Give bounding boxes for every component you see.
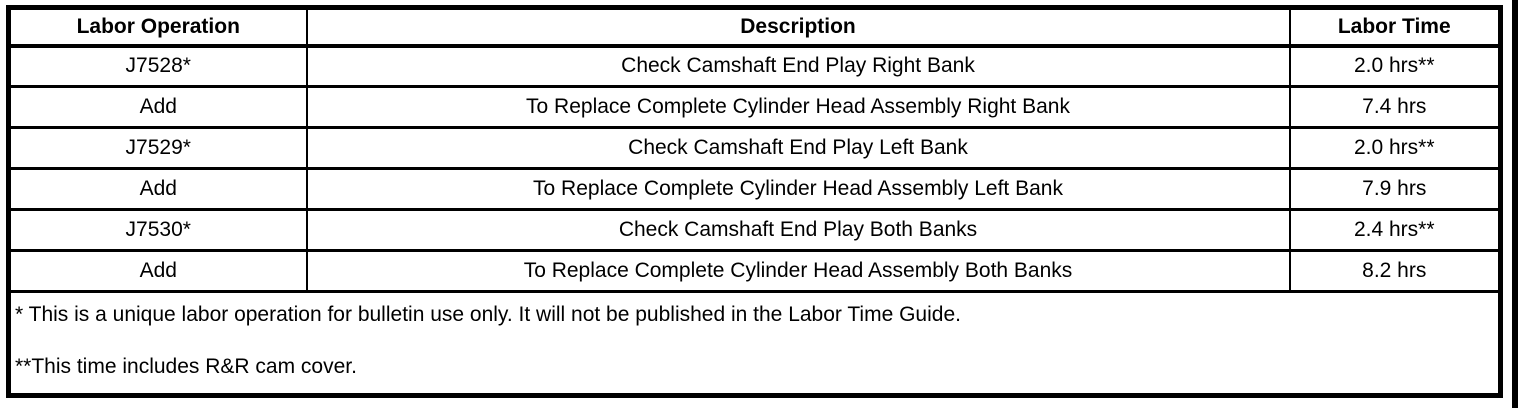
table-row: Add To Replace Complete Cylinder Head As… (7, 249, 1502, 293)
table-row: J7530* Check Camshaft End Play Both Bank… (7, 208, 1502, 252)
description-cell: To Replace Complete Cylinder Head Assemb… (305, 249, 1291, 293)
table-row: J7529* Check Camshaft End Play Left Bank… (7, 126, 1502, 170)
labor-operation-cell: Add (7, 85, 308, 129)
footnotes-cell: * This is a unique labor operation for b… (7, 290, 1502, 397)
labor-operation-cell: J7529* (7, 126, 308, 170)
description-cell: To Replace Complete Cylinder Head Assemb… (305, 167, 1291, 211)
table-row: J7528* Check Camshaft End Play Right Ban… (7, 44, 1502, 88)
column-header-description: Description (305, 6, 1291, 48)
footnote-unique-labor-operation: * This is a unique labor operation for b… (15, 303, 961, 326)
table-header-row: Labor Operation Description Labor Time (7, 6, 1502, 48)
labor-time-cell: 7.9 hrs (1288, 167, 1502, 211)
table-row: Add To Replace Complete Cylinder Head As… (7, 167, 1502, 211)
labor-operation-cell: J7528* (7, 44, 308, 88)
footnotes-row: * This is a unique labor operation for b… (7, 290, 1502, 397)
description-cell: Check Camshaft End Play Both Banks (305, 208, 1291, 252)
page-edge-rule (1512, 0, 1518, 408)
labor-operation-cell: Add (7, 167, 308, 211)
table-row: Add To Replace Complete Cylinder Head As… (7, 85, 1502, 129)
labor-time-cell: 2.0 hrs** (1288, 44, 1502, 88)
labor-time-cell: 2.4 hrs** (1288, 208, 1502, 252)
labor-operation-cell: J7530* (7, 208, 308, 252)
column-header-labor-time: Labor Time (1288, 6, 1502, 48)
footnote-rr-cam-cover: **This time includes R&R cam cover. (15, 355, 357, 378)
column-header-labor-operation: Labor Operation (7, 6, 308, 48)
labor-time-cell: 8.2 hrs (1288, 249, 1502, 293)
description-cell: Check Camshaft End Play Right Bank (305, 44, 1291, 88)
labor-time-cell: 7.4 hrs (1288, 85, 1502, 129)
labor-time-table: Labor Operation Description Labor Time J… (6, 5, 1503, 398)
labor-time-cell: 2.0 hrs** (1288, 126, 1502, 170)
description-cell: To Replace Complete Cylinder Head Assemb… (305, 85, 1291, 129)
labor-operation-cell: Add (7, 249, 308, 293)
description-cell: Check Camshaft End Play Left Bank (305, 126, 1291, 170)
